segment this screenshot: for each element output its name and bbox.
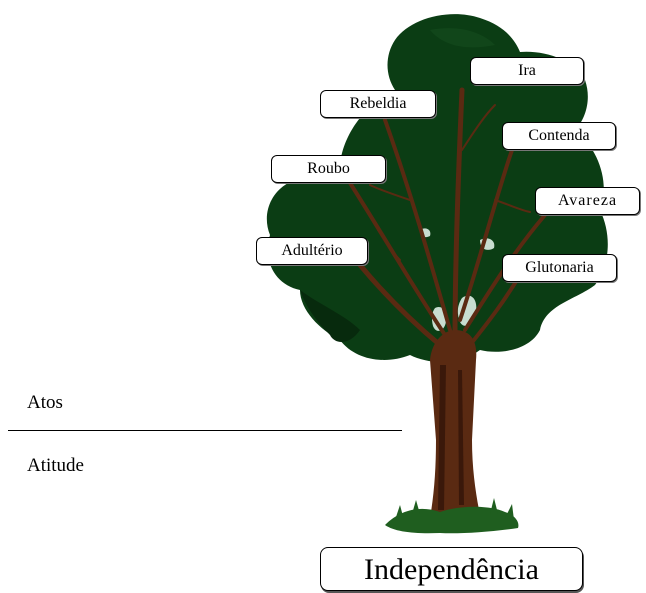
branch-label-avareza: Avareza bbox=[535, 187, 640, 215]
root-label: Independência bbox=[320, 547, 583, 591]
label-atos: Atos bbox=[27, 392, 63, 413]
branch-label-adulterio: Adultério bbox=[256, 237, 368, 265]
divider-line bbox=[8, 430, 402, 431]
branch-label-ira: Ira bbox=[470, 57, 584, 85]
grass-tuft bbox=[385, 498, 519, 534]
branch-label-roubo: Roubo bbox=[271, 155, 386, 183]
branch-label-rebeldia: Rebeldia bbox=[320, 90, 436, 118]
tree-trunk bbox=[430, 330, 480, 518]
label-atitude: Atitude bbox=[27, 455, 84, 476]
branch-label-glutonaria: Glutonaria bbox=[502, 254, 617, 282]
branch-label-contenda: Contenda bbox=[502, 122, 616, 150]
tree-branches bbox=[343, 87, 547, 348]
